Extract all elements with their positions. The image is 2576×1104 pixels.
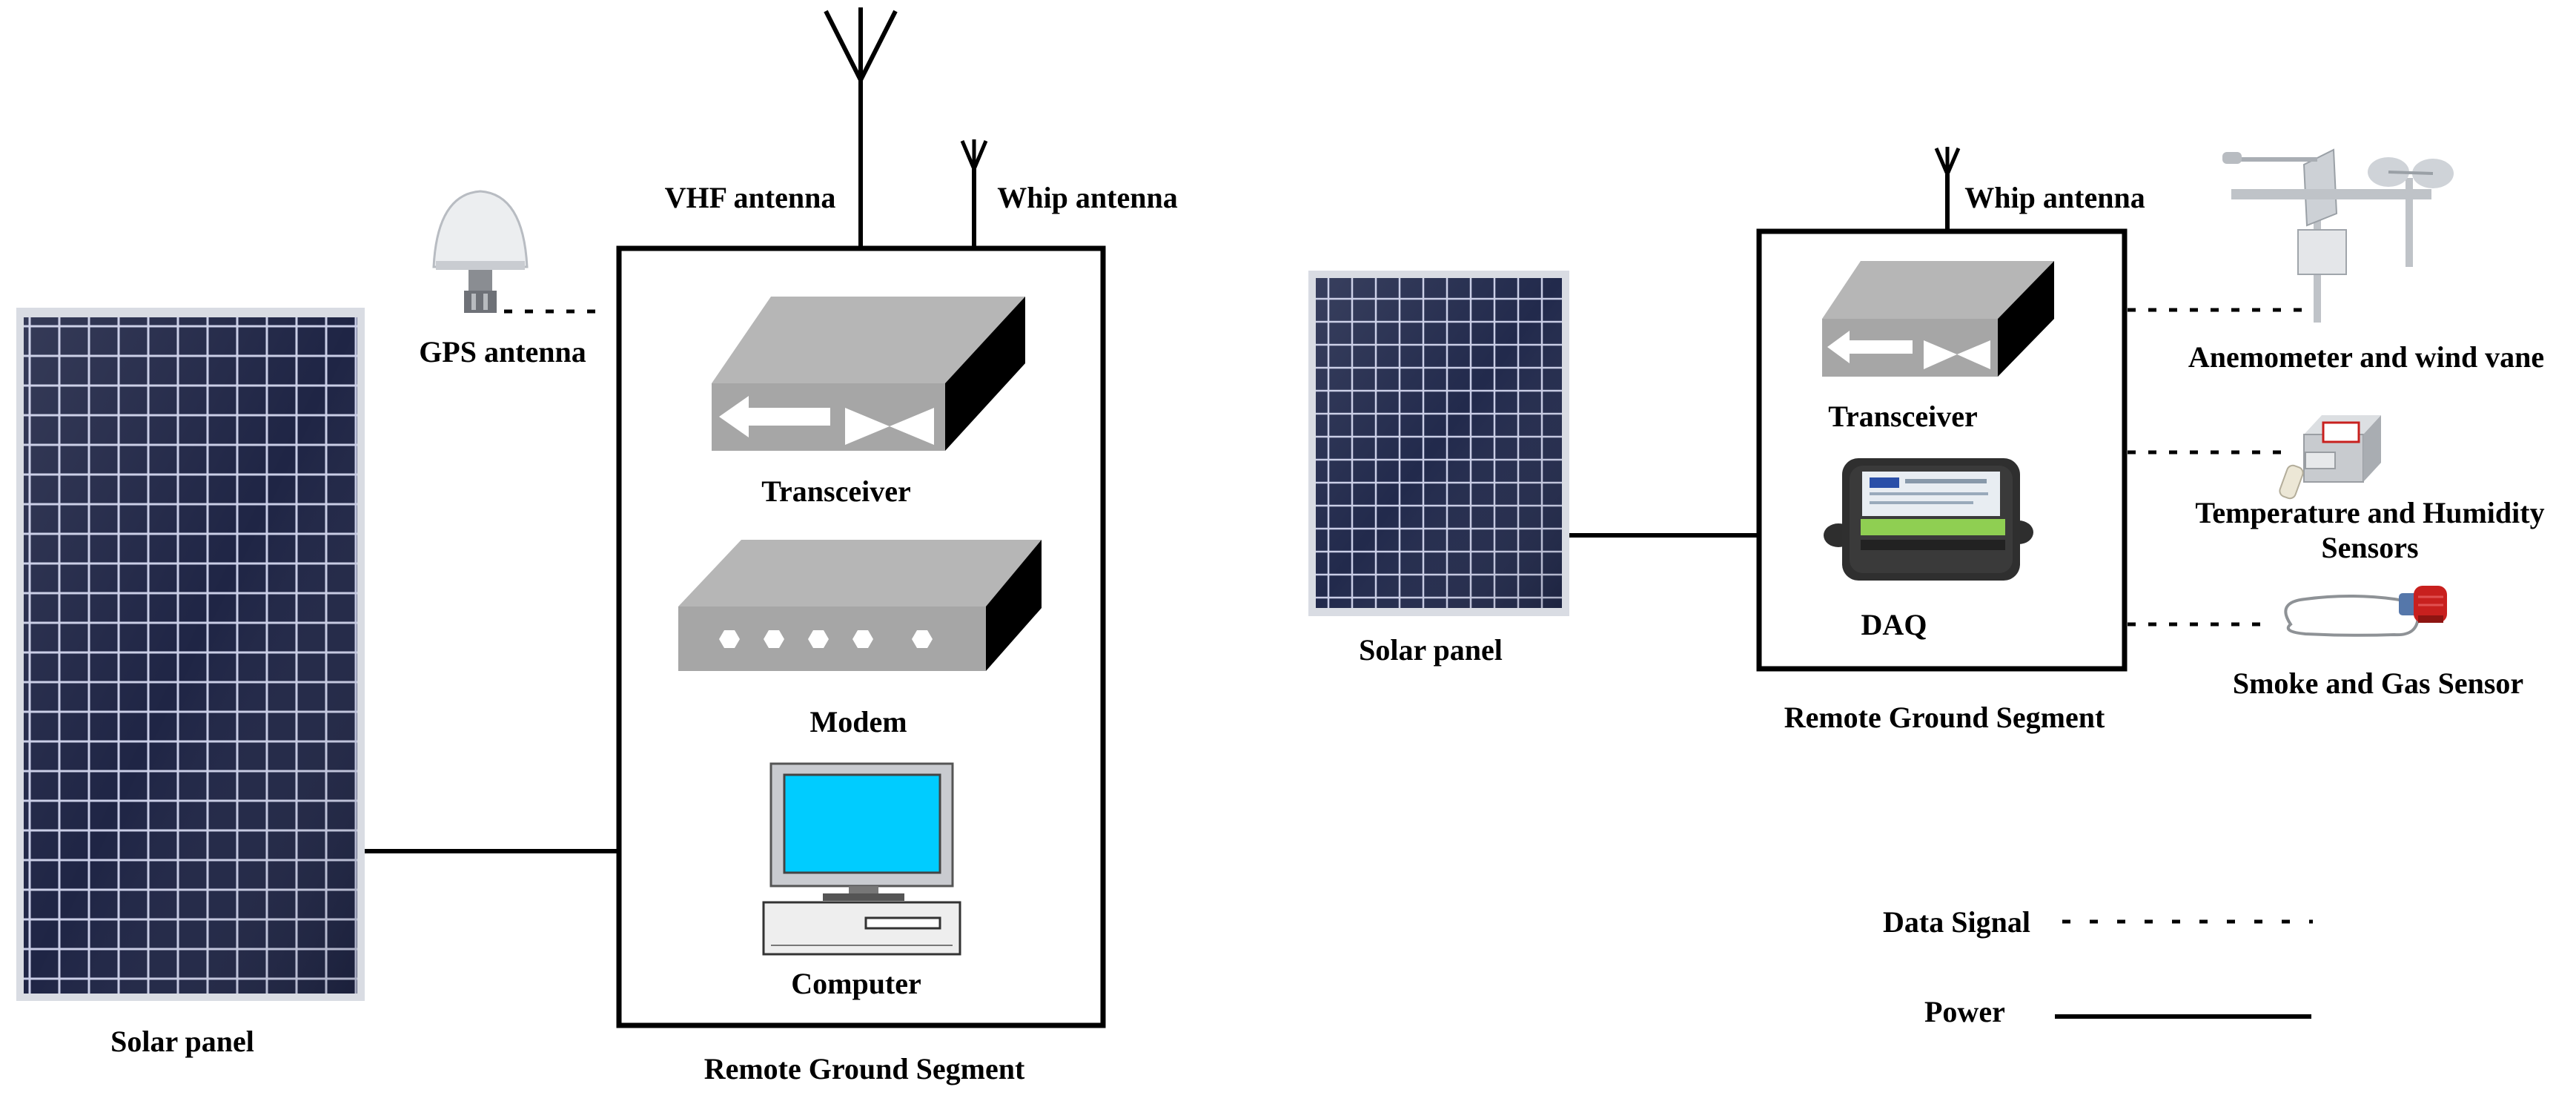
left-segment-title: Remote Ground Segment (704, 1052, 1025, 1085)
right-segment-title: Remote Ground Segment (1784, 701, 2105, 734)
computer-icon (762, 762, 961, 956)
left-transceiver-icon (712, 297, 1025, 451)
temp-humidity-label-line1: Temperature and Humidity (2195, 496, 2544, 529)
vhf-antenna-icon (824, 7, 898, 248)
left-ground-segment-box (616, 245, 1106, 1028)
right-solar-panel-label: Solar panel (1359, 633, 1503, 667)
anemometer-label: Anemometer and wind vane (2188, 340, 2544, 374)
daq-label: DAQ (1861, 608, 1927, 641)
right-whip-antenna-icon (1934, 147, 1961, 231)
daq-icon (1824, 458, 2033, 581)
anemometer-wind-vane-icon (2222, 148, 2454, 323)
left-solar-panel-label: Solar panel (110, 1025, 254, 1058)
left-whip-antenna-icon (960, 139, 988, 248)
vhf-antenna-label: VHF antenna (665, 181, 836, 214)
temp-humidity-sensor-icon (2279, 415, 2381, 500)
right-solar-panel (1308, 271, 1569, 616)
gps-antenna-icon (432, 190, 529, 313)
temp-humidity-label-line2: Sensors (2321, 531, 2418, 564)
right-whip-antenna-label: Whip antenna (1964, 181, 2145, 214)
right-transceiver-label: Transceiver (1828, 400, 1977, 433)
modem-label: Modem (809, 705, 907, 738)
legend: Data Signal Power (1883, 905, 2313, 1028)
legend-power-label: Power (1924, 995, 2005, 1028)
smoke-gas-sensor-icon (2284, 586, 2447, 637)
right-transceiver-icon (1822, 261, 2054, 377)
left-whip-antenna-label: Whip antenna (997, 181, 1177, 214)
left-solar-panel (16, 308, 365, 1001)
modem-icon (678, 540, 1042, 671)
legend-data-signal-label: Data Signal (1883, 905, 2030, 939)
computer-label: Computer (791, 967, 921, 1000)
smoke-gas-label: Smoke and Gas Sensor (2233, 667, 2523, 700)
gps-antenna-label: GPS antenna (419, 335, 586, 368)
left-transceiver-label: Transceiver (761, 475, 910, 508)
right-ground-segment-box (1756, 228, 2128, 672)
